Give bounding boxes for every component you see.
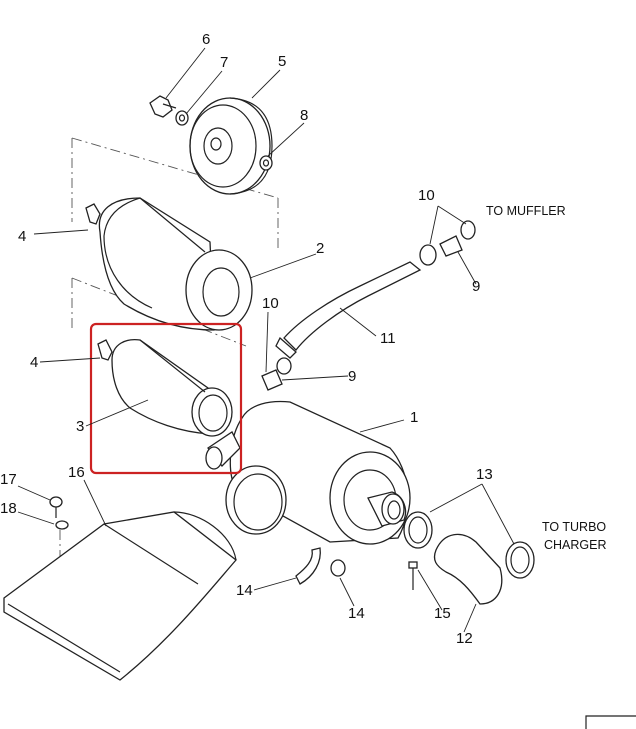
label-11: 11	[380, 330, 396, 347]
part-wing-nut-top	[149, 95, 177, 118]
label-14-right: 14	[348, 605, 365, 622]
label-15: 15	[434, 605, 451, 622]
label-9-middle: 9	[348, 368, 356, 385]
label-3: 3	[76, 418, 84, 435]
label-4-lower: 4	[30, 354, 38, 371]
part-cover	[189, 97, 273, 195]
label-1: 1	[410, 409, 418, 426]
part-tray-bolt	[49, 496, 63, 518]
corner-frame-fragment	[585, 715, 636, 729]
label-13: 13	[476, 466, 493, 483]
part-tray-washer	[55, 520, 69, 530]
label-17: 17	[0, 471, 17, 488]
label-14-left: 14	[236, 582, 253, 599]
part-clamp-upper	[85, 203, 101, 225]
label-10-middle: 10	[262, 295, 279, 312]
part-outer-filter	[98, 197, 253, 331]
note-to-turbo-line1: TO TURBO	[542, 520, 606, 534]
part-number-labels: 1 2 3 4 4 5 6 7 8 9 9 10 10 11 12 13 14 …	[0, 31, 493, 647]
label-16: 16	[68, 464, 85, 481]
leader-lines	[17, 47, 515, 633]
label-4-upper: 4	[18, 228, 26, 245]
highlight-box	[89, 322, 243, 475]
note-to-turbo-line2: CHARGER	[544, 538, 607, 552]
destination-notes: TO MUFFLER TO TURBO CHARGER	[486, 204, 607, 552]
part-bolt	[408, 561, 418, 590]
part-clamp-lower	[97, 339, 113, 361]
label-12: 12	[456, 630, 473, 647]
label-9-upper: 9	[472, 278, 480, 295]
part-small-hoses	[295, 547, 346, 585]
part-muffler-clamps	[419, 220, 476, 266]
part-precleaner-tray	[3, 511, 237, 681]
part-washer-cover	[259, 155, 273, 171]
label-18: 18	[0, 500, 17, 517]
label-5: 5	[278, 53, 286, 70]
label-7: 7	[220, 54, 228, 71]
part-muffler-hose	[275, 261, 422, 359]
label-8: 8	[300, 107, 308, 124]
label-2: 2	[316, 240, 324, 257]
label-6: 6	[202, 31, 210, 48]
part-turbo-clamps	[403, 511, 535, 579]
label-10-upper: 10	[418, 187, 435, 204]
part-housing	[205, 400, 411, 545]
note-to-muffler: TO MUFFLER	[486, 204, 566, 218]
part-elbow-hose	[433, 533, 503, 605]
part-washer-top	[175, 110, 189, 126]
part-sleeve-middle	[261, 357, 292, 391]
part-inner-filter	[111, 338, 233, 437]
